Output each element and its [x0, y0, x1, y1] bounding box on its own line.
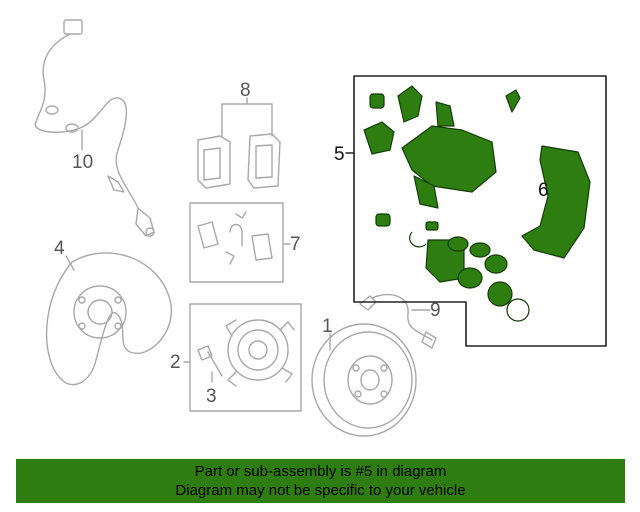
caliper-seals	[409, 231, 530, 322]
abs-sensor-wire	[34, 19, 155, 237]
hardware-kit-box	[189, 202, 284, 283]
brake-pads	[197, 133, 281, 189]
callout-5: 5	[334, 144, 345, 165]
info-banner: Part or sub-assembly is #5 in diagram Di…	[16, 459, 625, 503]
callout-1: 1	[322, 316, 333, 337]
caliper-assembly	[363, 85, 591, 307]
callout-9: 9	[430, 300, 441, 321]
hardware-kit-parts	[197, 211, 273, 265]
brake-rotor	[311, 323, 417, 437]
callout-7: 7	[290, 234, 301, 255]
parts-diagram: 1 2 3 4 5 6 7 8 9 10	[34, 19, 607, 437]
callout-4-leader	[65, 255, 75, 271]
callout-3: 3	[206, 386, 217, 407]
hub-bolt	[197, 345, 223, 377]
hub-assembly-box	[189, 303, 302, 412]
hub-bearing	[225, 319, 295, 387]
callout-8-leader	[221, 97, 273, 137]
callout-6: 6	[538, 180, 549, 201]
callout-4: 4	[54, 238, 65, 259]
banner-line-2: Diagram may not be specific to your vehi…	[175, 482, 466, 499]
callout-8: 8	[240, 80, 251, 101]
callout-10: 10	[72, 152, 93, 173]
callout-2: 2	[170, 352, 181, 373]
backing-plate	[45, 252, 173, 386]
caliper-group-box	[353, 75, 607, 347]
banner-line-1: Part or sub-assembly is #5 in diagram	[194, 463, 447, 480]
